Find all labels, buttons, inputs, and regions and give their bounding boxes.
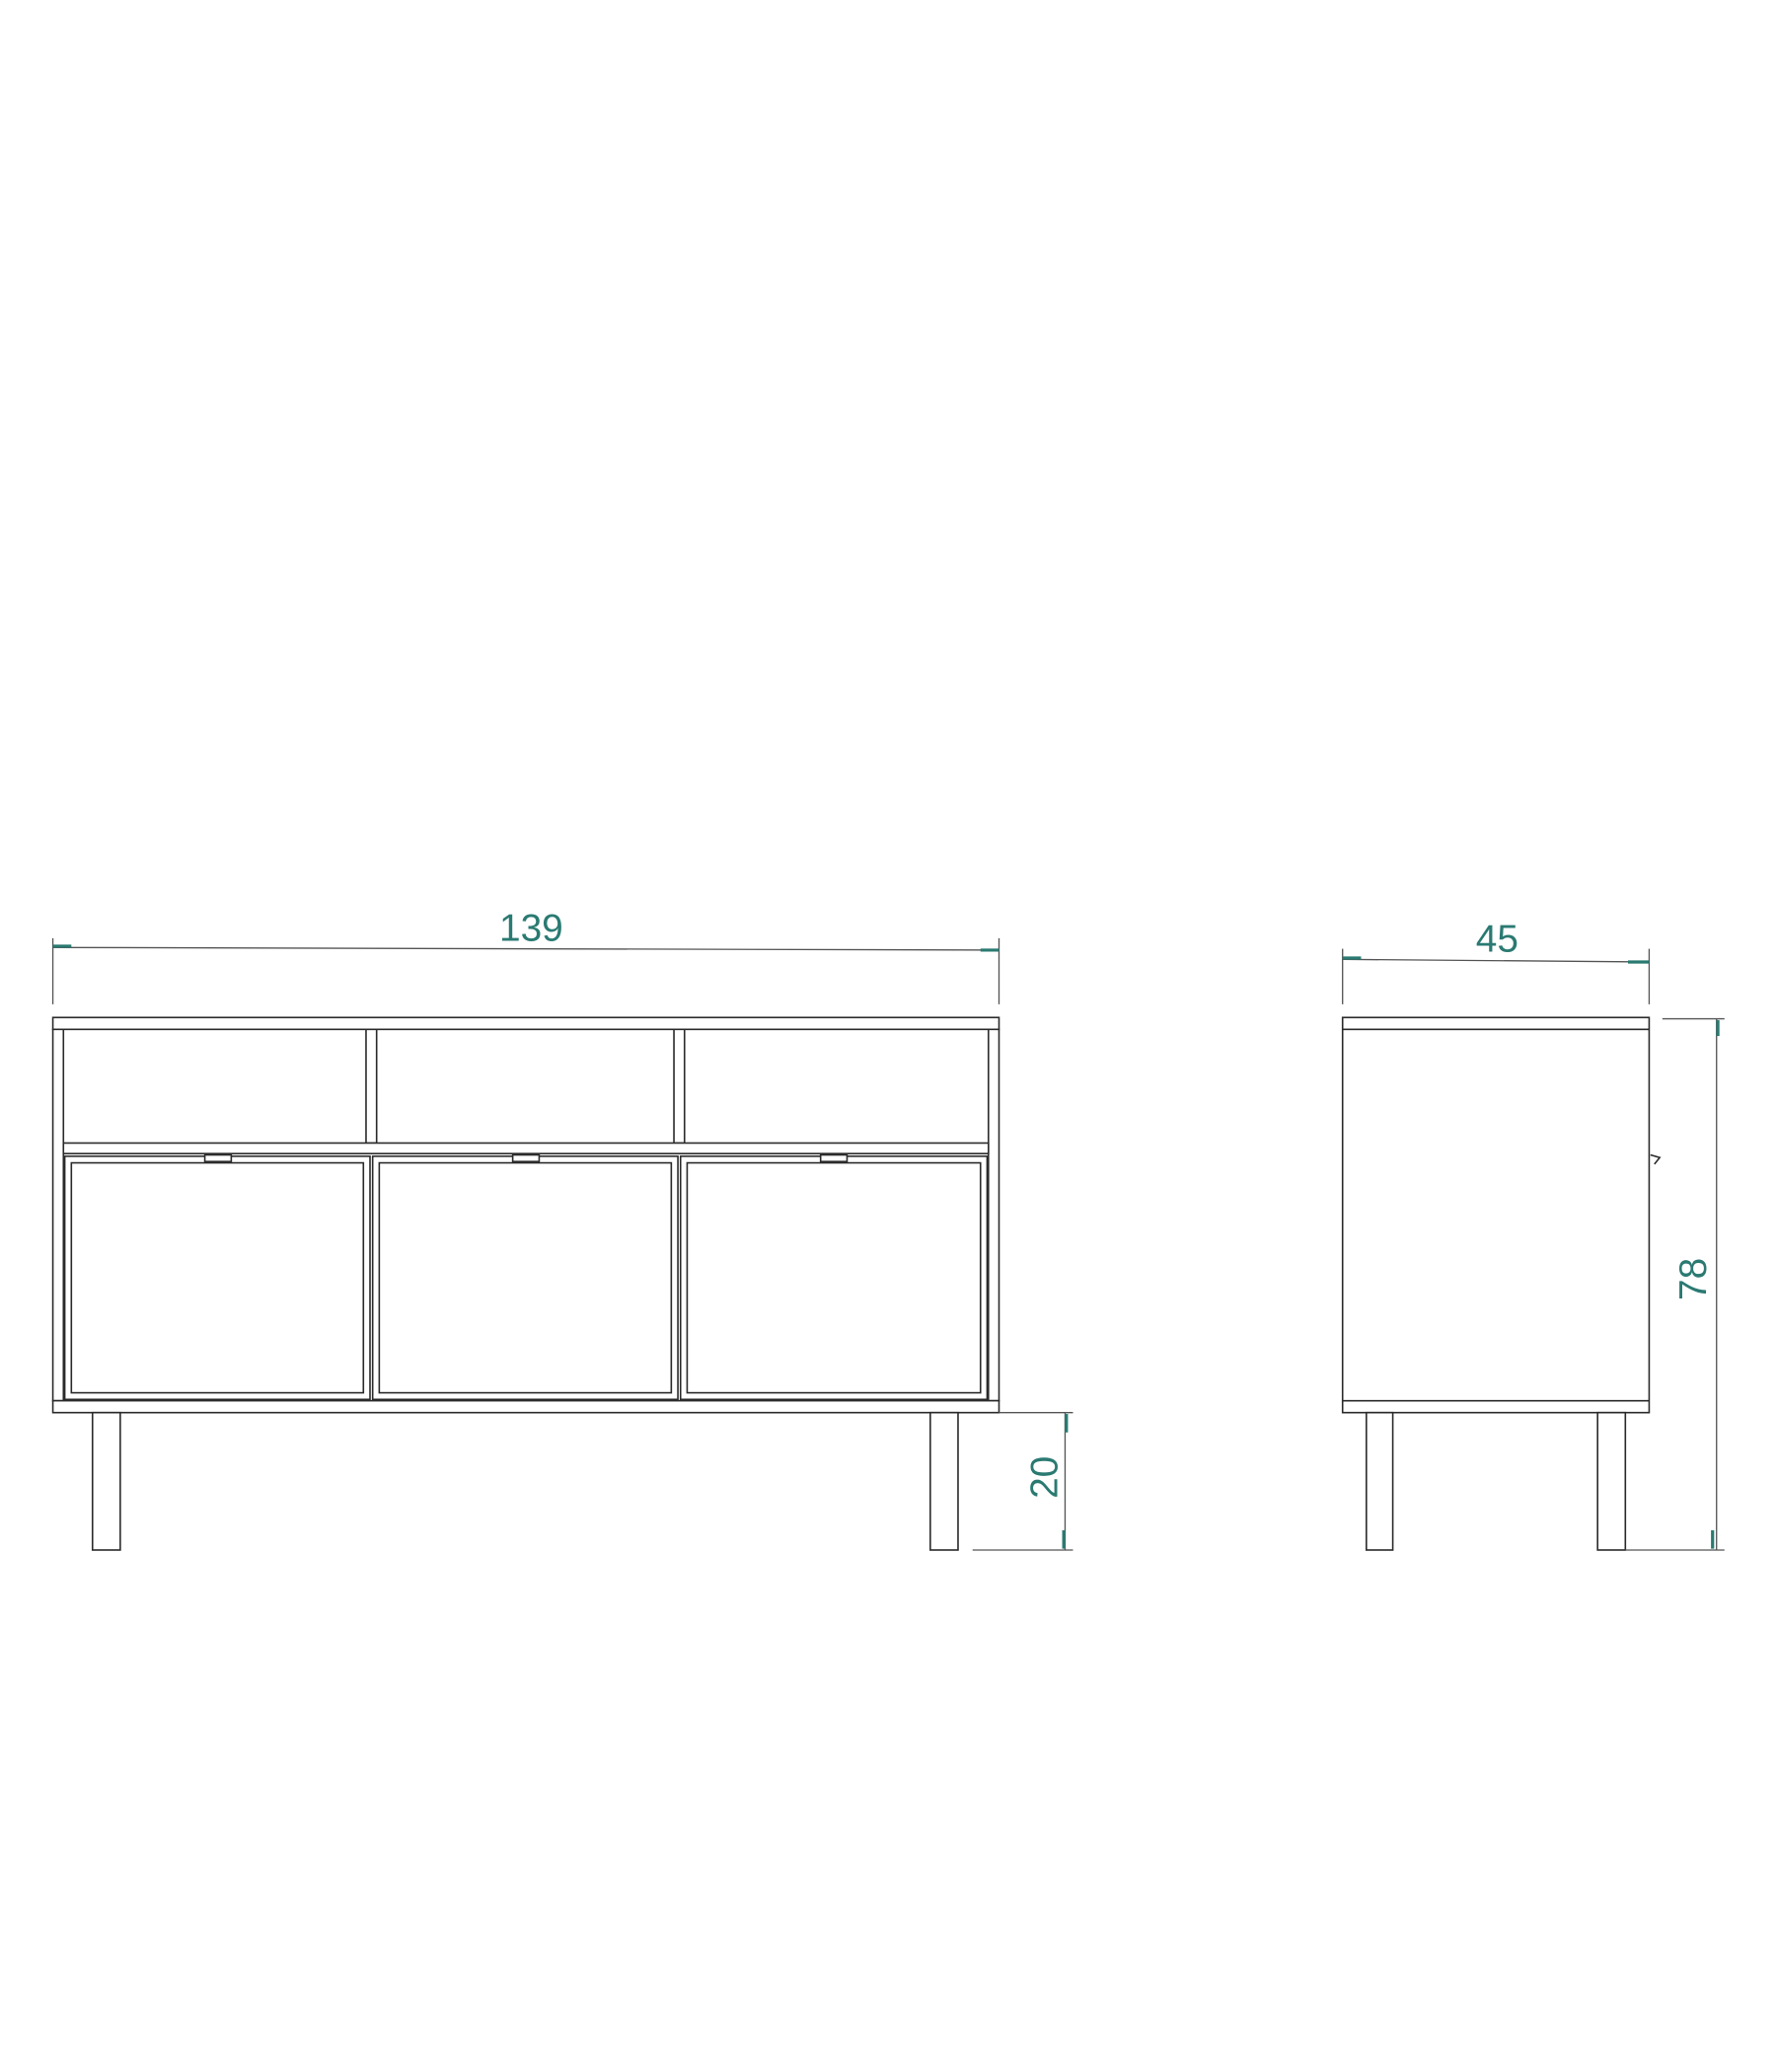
door-middle[interactable] — [371, 1153, 679, 1401]
sideboard-front — [51, 1016, 1000, 1551]
side-view: 45 78 — [1341, 918, 1725, 1551]
leg — [929, 1411, 959, 1551]
right-side-panel — [987, 1028, 1000, 1402]
left-side-panel — [51, 1028, 65, 1402]
depth-label: 45 — [1476, 918, 1518, 960]
divider-right — [673, 1028, 686, 1145]
divider-left — [365, 1028, 378, 1145]
height-label: 78 — [1672, 1258, 1715, 1300]
front-view: 139 — [51, 908, 1073, 1551]
leg-height-dimension: 20 — [972, 1412, 1073, 1551]
bottom-board — [51, 1399, 1000, 1414]
leg-height-label: 20 — [1023, 1456, 1066, 1499]
side-panel — [1341, 1016, 1651, 1414]
door-left[interactable] — [63, 1153, 371, 1401]
width-dimension: 139 — [51, 908, 1000, 1004]
top-board — [51, 1016, 1000, 1031]
door-right[interactable] — [679, 1153, 989, 1401]
height-dimension: 78 — [1625, 1017, 1725, 1551]
sideboard-side — [1341, 1016, 1662, 1551]
door-handle — [819, 1153, 849, 1163]
shelf — [62, 1142, 990, 1154]
leg — [1596, 1411, 1627, 1551]
width-label: 139 — [499, 908, 563, 950]
door-handle — [511, 1153, 541, 1163]
leg — [91, 1411, 121, 1551]
handle-profile — [1650, 1153, 1662, 1165]
depth-dimension: 45 — [1342, 918, 1651, 1004]
door-handle — [203, 1153, 233, 1163]
leg — [1366, 1411, 1394, 1551]
